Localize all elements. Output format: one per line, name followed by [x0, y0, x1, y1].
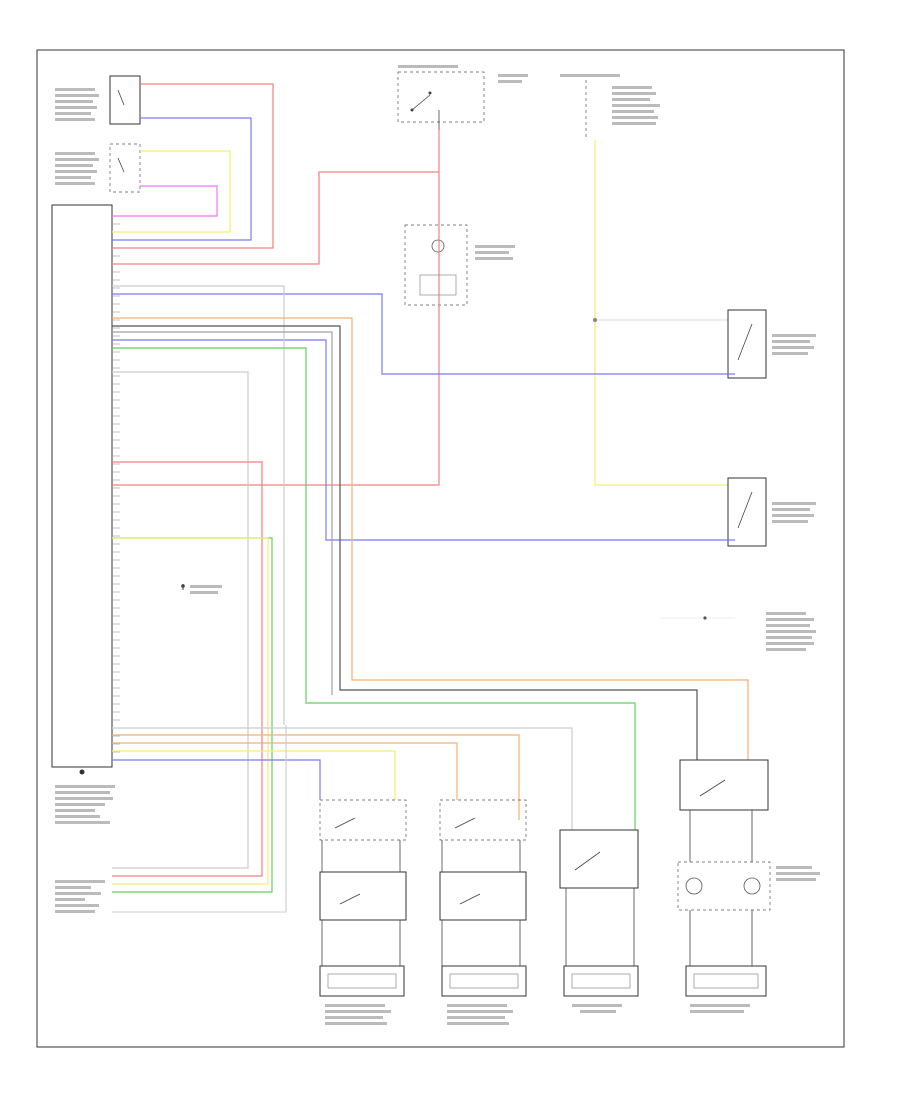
ground-symbol [181, 584, 222, 594]
wire-yellow-feed [594, 140, 735, 486]
diagram-frame [36, 49, 845, 1048]
bottom-left-connector [55, 725, 287, 913]
hot-in-run-fuse [560, 74, 660, 140]
control-module-box [51, 204, 113, 768]
splice-dot [593, 318, 597, 322]
wire-red-ignition [112, 130, 440, 486]
right-seatbelt-tensioner [55, 75, 141, 125]
module-mid-wires [112, 285, 749, 893]
left-seatbelt-tensioner [55, 143, 141, 193]
driver-seatbelt-switch [727, 477, 816, 547]
hot-at-all-times-switch [397, 65, 528, 130]
instrument-cluster [404, 224, 515, 306]
passenger-seatbelt-switch [727, 309, 816, 379]
seat-heater-assembly-4 [677, 759, 820, 1013]
wire-blue-switches [112, 293, 735, 541]
right-side-connector [660, 612, 816, 651]
top-left-wires [112, 83, 439, 265]
seat-heater-assembly-1 [319, 799, 407, 1025]
control-module-caption [55, 785, 115, 824]
ground-dot [79, 769, 85, 775]
seat-heater-assembly-2 [439, 799, 527, 1025]
module-pin-ticks [112, 215, 120, 761]
seat-heater-assembly-3 [559, 829, 639, 1013]
